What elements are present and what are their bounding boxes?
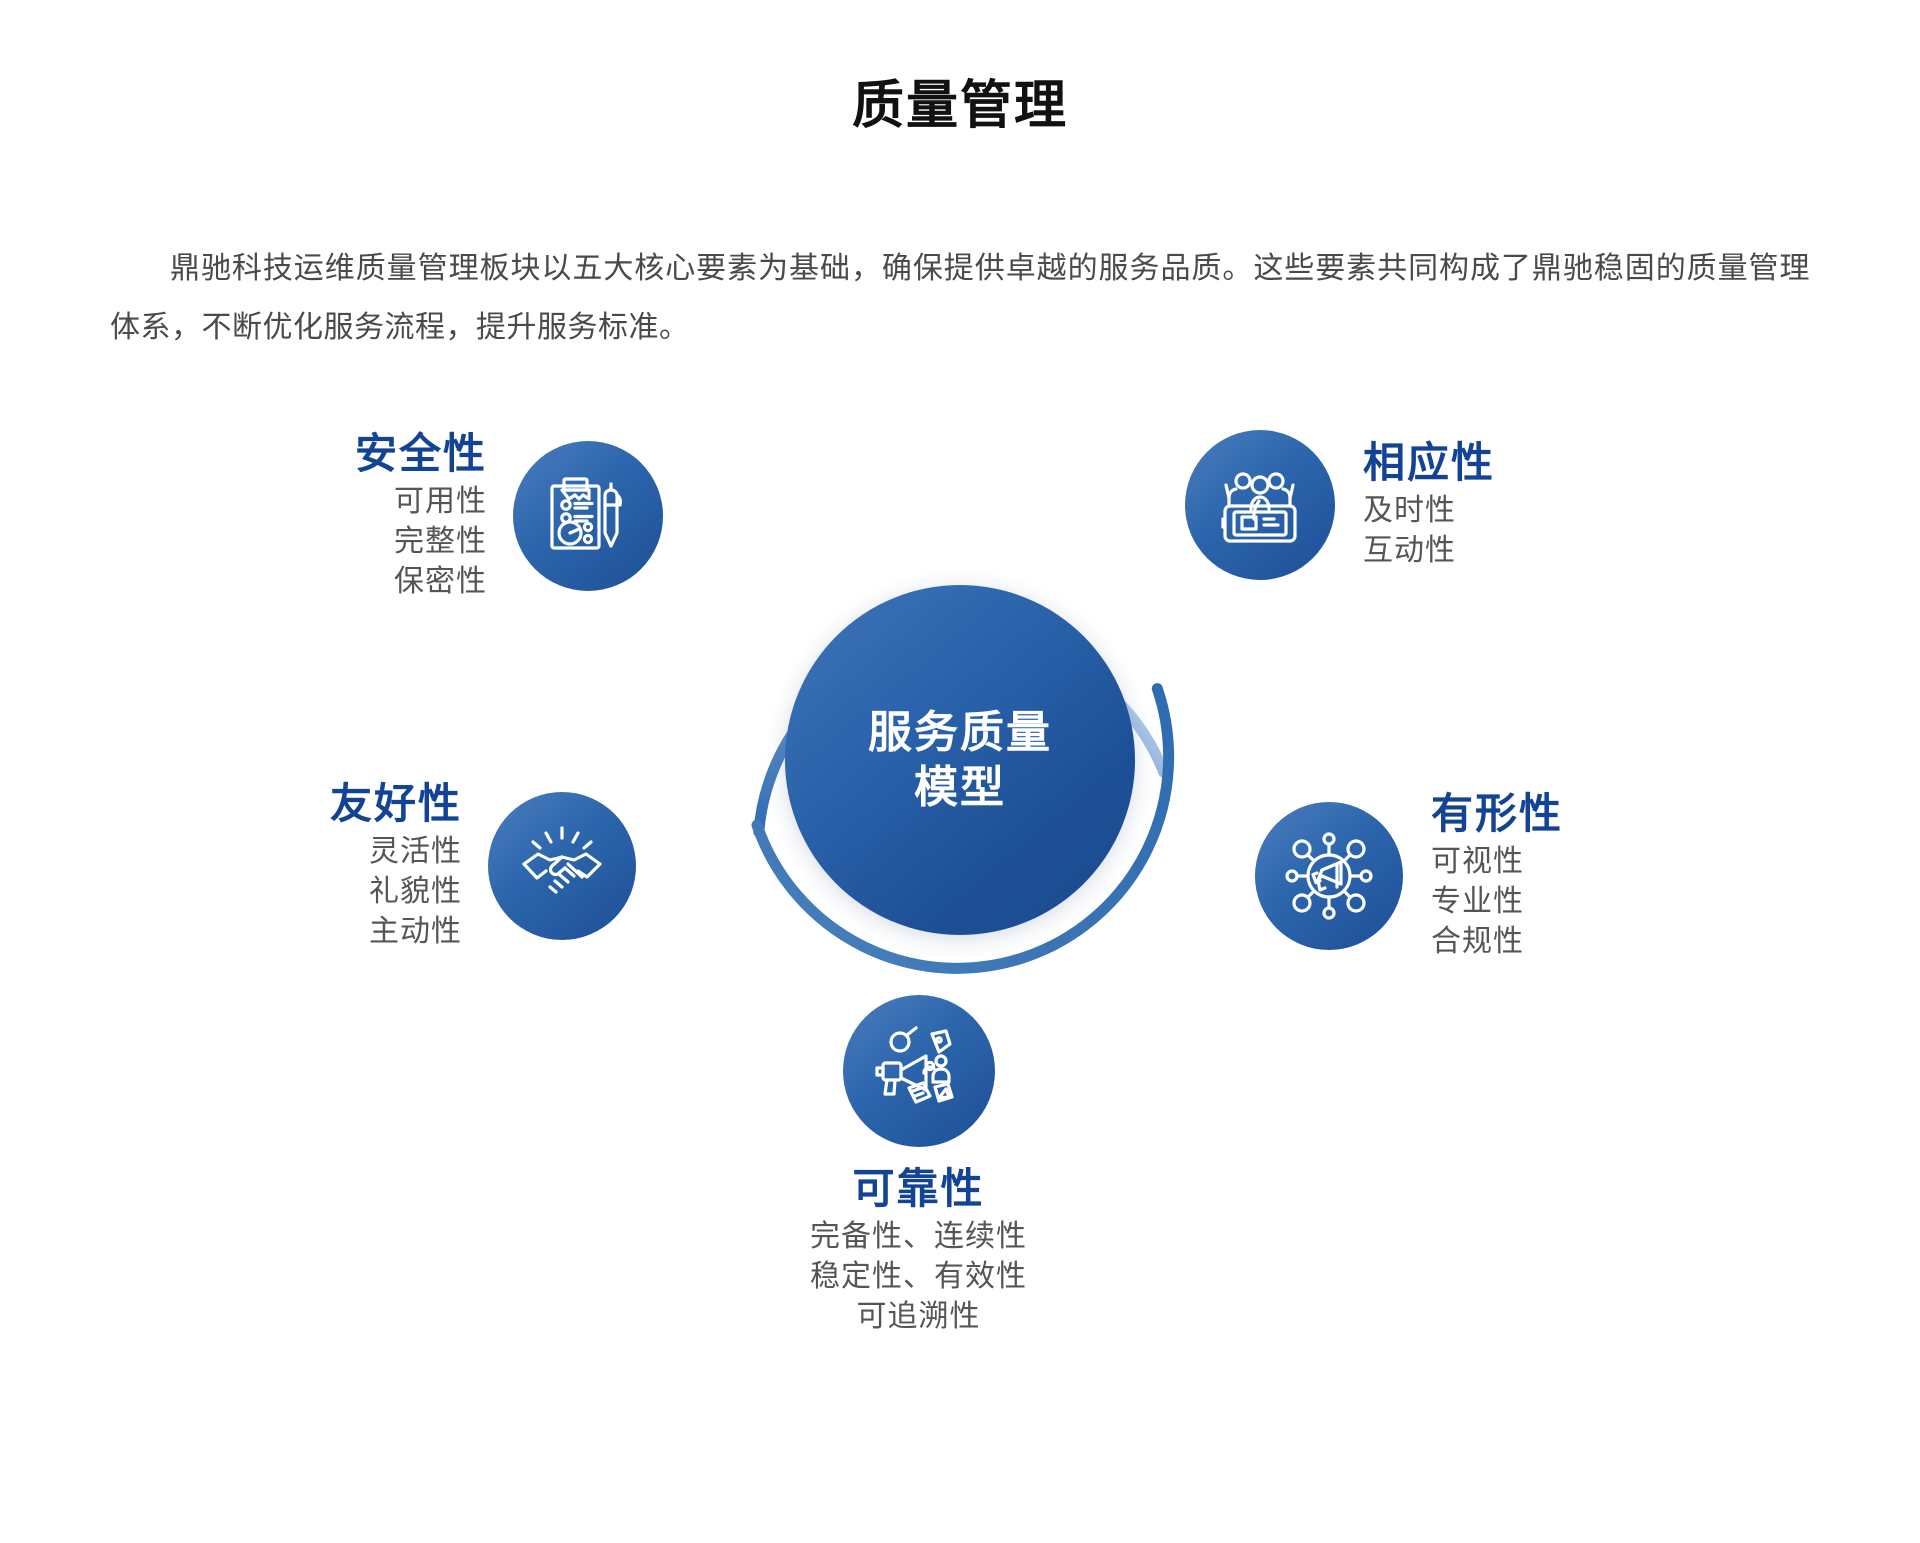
- node-response-labels: 相应性 及时性 互动性: [1363, 439, 1495, 571]
- page-title: 质量管理: [851, 77, 1068, 135]
- node-reliable-labels: 可靠性 完备性、连续性 稳定性、有效性 可追溯性: [810, 1165, 1027, 1337]
- node-tangible-subs: 可视性 专业性 合规性: [1431, 845, 1524, 959]
- node-friendly[interactable]: 友好性 灵活性 礼貌性 主动性: [330, 780, 637, 952]
- people-cheering-screen-icon: [1221, 472, 1297, 543]
- node-tangible-title: 有形性: [1431, 790, 1564, 837]
- node-friendly-title: 友好性: [330, 780, 463, 827]
- node-tangible-labels: 有形性 可视性 专业性 合规性: [1431, 790, 1563, 962]
- node-response-bubble[interactable]: [1185, 430, 1335, 580]
- megaphone-marketing-icon: [874, 1026, 954, 1104]
- intro-paragraph: 鼎驰科技运维质量管理板块以五大核心要素为基础，确保提供卓越的服务品质。这些要素共…: [110, 252, 1810, 344]
- node-reliable[interactable]: 可靠性 完备性、连续性 稳定性、有效性 可追溯性: [810, 995, 1027, 1337]
- node-security-title: 安全性: [355, 430, 488, 477]
- service-quality-model-diagram: 服务质量 模型 安全性 可用性 完整性 保密性: [0, 430, 1920, 1530]
- node-friendly-labels: 友好性 灵活性 礼貌性 主动性: [330, 780, 462, 952]
- node-security-labels: 安全性 可用性 完整性 保密性: [355, 430, 487, 602]
- node-security[interactable]: 安全性 可用性 完整性 保密性: [355, 430, 664, 602]
- node-security-subs: 可用性 完整性 保密性: [394, 485, 488, 599]
- node-response[interactable]: 相应性 及时性 互动性: [1185, 430, 1495, 580]
- node-reliable-title: 可靠性: [852, 1165, 985, 1212]
- node-friendly-bubble[interactable]: [488, 791, 637, 940]
- center-hub[interactable]: 服务质量 模型: [785, 585, 1135, 935]
- center-hub-label: 服务质量 模型: [868, 708, 1052, 812]
- handshake-icon: [522, 826, 602, 894]
- clipboard-checklist-pen-icon: [550, 477, 622, 550]
- node-response-title: 相应性: [1363, 438, 1496, 486]
- node-reliable-bubble[interactable]: [842, 995, 995, 1147]
- node-tangible[interactable]: 有形性 可视性 专业性 合规性: [1255, 790, 1563, 962]
- node-reliable-subs: 完备性、连续性 稳定性、有效性 可追溯性: [810, 1220, 1027, 1334]
- network-megaphone-hub-icon: [1285, 832, 1373, 920]
- node-tangible-bubble[interactable]: [1255, 801, 1403, 950]
- node-friendly-subs: 灵活性 礼貌性 主动性: [369, 835, 463, 949]
- node-security-bubble[interactable]: [513, 440, 664, 591]
- node-response-subs: 及时性 互动性: [1363, 494, 1456, 568]
